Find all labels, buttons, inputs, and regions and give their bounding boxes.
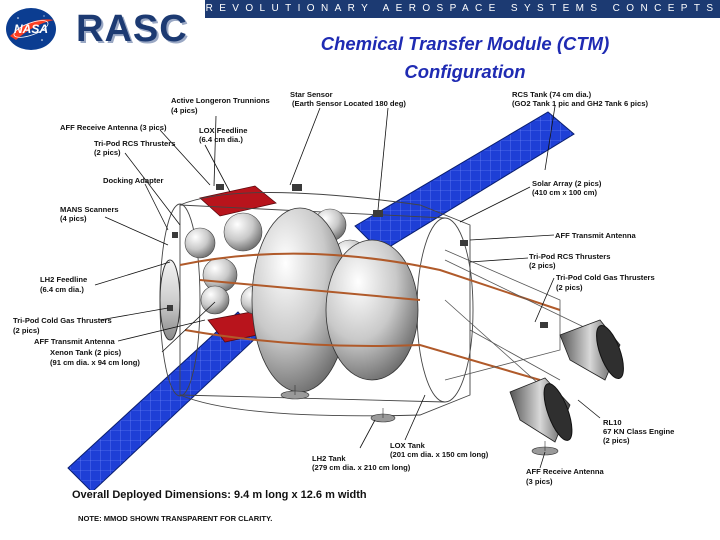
label-tripod-cold-left: Tri-Pod Cold Gas Thrusters bbox=[13, 316, 112, 325]
rl10-engine-lower bbox=[509, 377, 573, 443]
label-lox-feedline-dia: (6.4 cm dia.) bbox=[199, 135, 243, 144]
label-tripod-cold-left-count: (2 pics) bbox=[13, 326, 40, 335]
header: NASA RASC REVOLUTIONARY AEROSPACE SYSTEM… bbox=[0, 0, 720, 58]
label-aff-transmit-right: AFF Transmit Antenna bbox=[555, 231, 636, 240]
label-lh2-tank: LH2 Tank bbox=[312, 454, 346, 463]
label-tripod-rcs-right: Tri-Pod RCS Thrusters bbox=[529, 252, 611, 261]
label-tripod-rcs-left: Tri-Pod RCS Thrusters bbox=[94, 139, 176, 148]
label-lh2-tank-size: (279 cm dia. x 210 cm long) bbox=[312, 463, 411, 472]
radiator-panel-upper bbox=[199, 185, 277, 217]
leader-lines bbox=[94, 105, 601, 469]
label-rl10-class: 67 KN Class Engine bbox=[603, 427, 675, 436]
label-lox-tank-size: (201 cm dia. x 150 cm long) bbox=[390, 450, 489, 459]
nasa-logo-text: NASA bbox=[14, 22, 48, 36]
label-mans-scanners: MANS Scanners bbox=[60, 205, 119, 214]
nasa-logo-icon: NASA bbox=[6, 8, 56, 50]
label-xenon-tank-size: (91 cm dia. x 94 cm long) bbox=[50, 358, 140, 367]
program-logo: RASC bbox=[76, 8, 188, 50]
label-rcs-tank: RCS Tank (74 cm dia.) bbox=[512, 90, 592, 99]
program-banner: REVOLUTIONARY AEROSPACE SYSTEMS CONCEPTS bbox=[205, 0, 720, 18]
label-xenon-tank: Xenon Tank (2 pics) bbox=[50, 348, 122, 357]
label-active-longeron: Active Longeron Trunnions bbox=[171, 96, 270, 105]
label-lh2-feedline-dia: (6.4 cm dia.) bbox=[40, 285, 84, 294]
label-aff-receive-bottom: AFF Receive Antenna bbox=[526, 467, 604, 476]
antenna-dishes bbox=[280, 385, 559, 456]
label-rl10: RL10 bbox=[603, 418, 622, 427]
feedlines bbox=[179, 252, 561, 381]
overall-dimensions: Overall Deployed Dimensions: 9.4 m long … bbox=[72, 489, 367, 501]
spacecraft-diagram bbox=[67, 105, 624, 490]
label-aff-receive-count: (3 pics) bbox=[526, 477, 553, 486]
label-earth-sensor: (Earth Sensor Located 180 deg) bbox=[292, 99, 406, 108]
label-lox-tank: LOX Tank bbox=[390, 441, 425, 450]
docking-adapter bbox=[159, 259, 181, 341]
label-lh2-feedline: LH2 Feedline bbox=[40, 275, 88, 284]
engine-truss bbox=[444, 249, 591, 386]
label-tripod-cold-right: Tri-Pod Cold Gas Thrusters bbox=[556, 273, 655, 282]
lox-tank bbox=[325, 239, 419, 381]
label-aff-receive-top: AFF Receive Antenna (3 pics) bbox=[60, 123, 167, 132]
label-rl10-count: (2 pics) bbox=[603, 436, 630, 445]
label-lox-feedline: LOX Feedline bbox=[199, 126, 248, 135]
label-tripod-rcs-left-count: (2 pics) bbox=[94, 148, 121, 157]
label-docking-adapter: Docking Adapter bbox=[103, 176, 164, 185]
mmod-note: NOTE: MMOD SHOWN TRANSPARENT FOR CLARITY… bbox=[78, 514, 273, 523]
label-rcs-tank-detail: (GO2 Tank 1 pic and GH2 Tank 6 pics) bbox=[512, 99, 649, 108]
page-title: Chemical Transfer Module (CTM) Configura… bbox=[260, 30, 670, 86]
label-star-sensor: Star Sensor bbox=[290, 90, 333, 99]
title-line-2: Configuration bbox=[404, 61, 526, 82]
rl10-engine-upper bbox=[559, 319, 624, 381]
label-solar-array: Solar Array (2 pics) bbox=[532, 179, 602, 188]
label-tripod-cold-right-count: (2 pics) bbox=[556, 283, 583, 292]
label-aff-transmit-left: AFF Transmit Antenna bbox=[34, 337, 115, 346]
label-solar-array-size: (410 cm x 100 cm) bbox=[532, 188, 598, 197]
label-tripod-rcs-right-count: (2 pics) bbox=[529, 261, 556, 270]
title-line-1: Chemical Transfer Module (CTM) bbox=[320, 33, 610, 54]
thruster-pods bbox=[167, 184, 548, 328]
label-longeron-count: (4 pics) bbox=[171, 106, 198, 115]
label-mans-count: (4 pics) bbox=[60, 214, 87, 223]
